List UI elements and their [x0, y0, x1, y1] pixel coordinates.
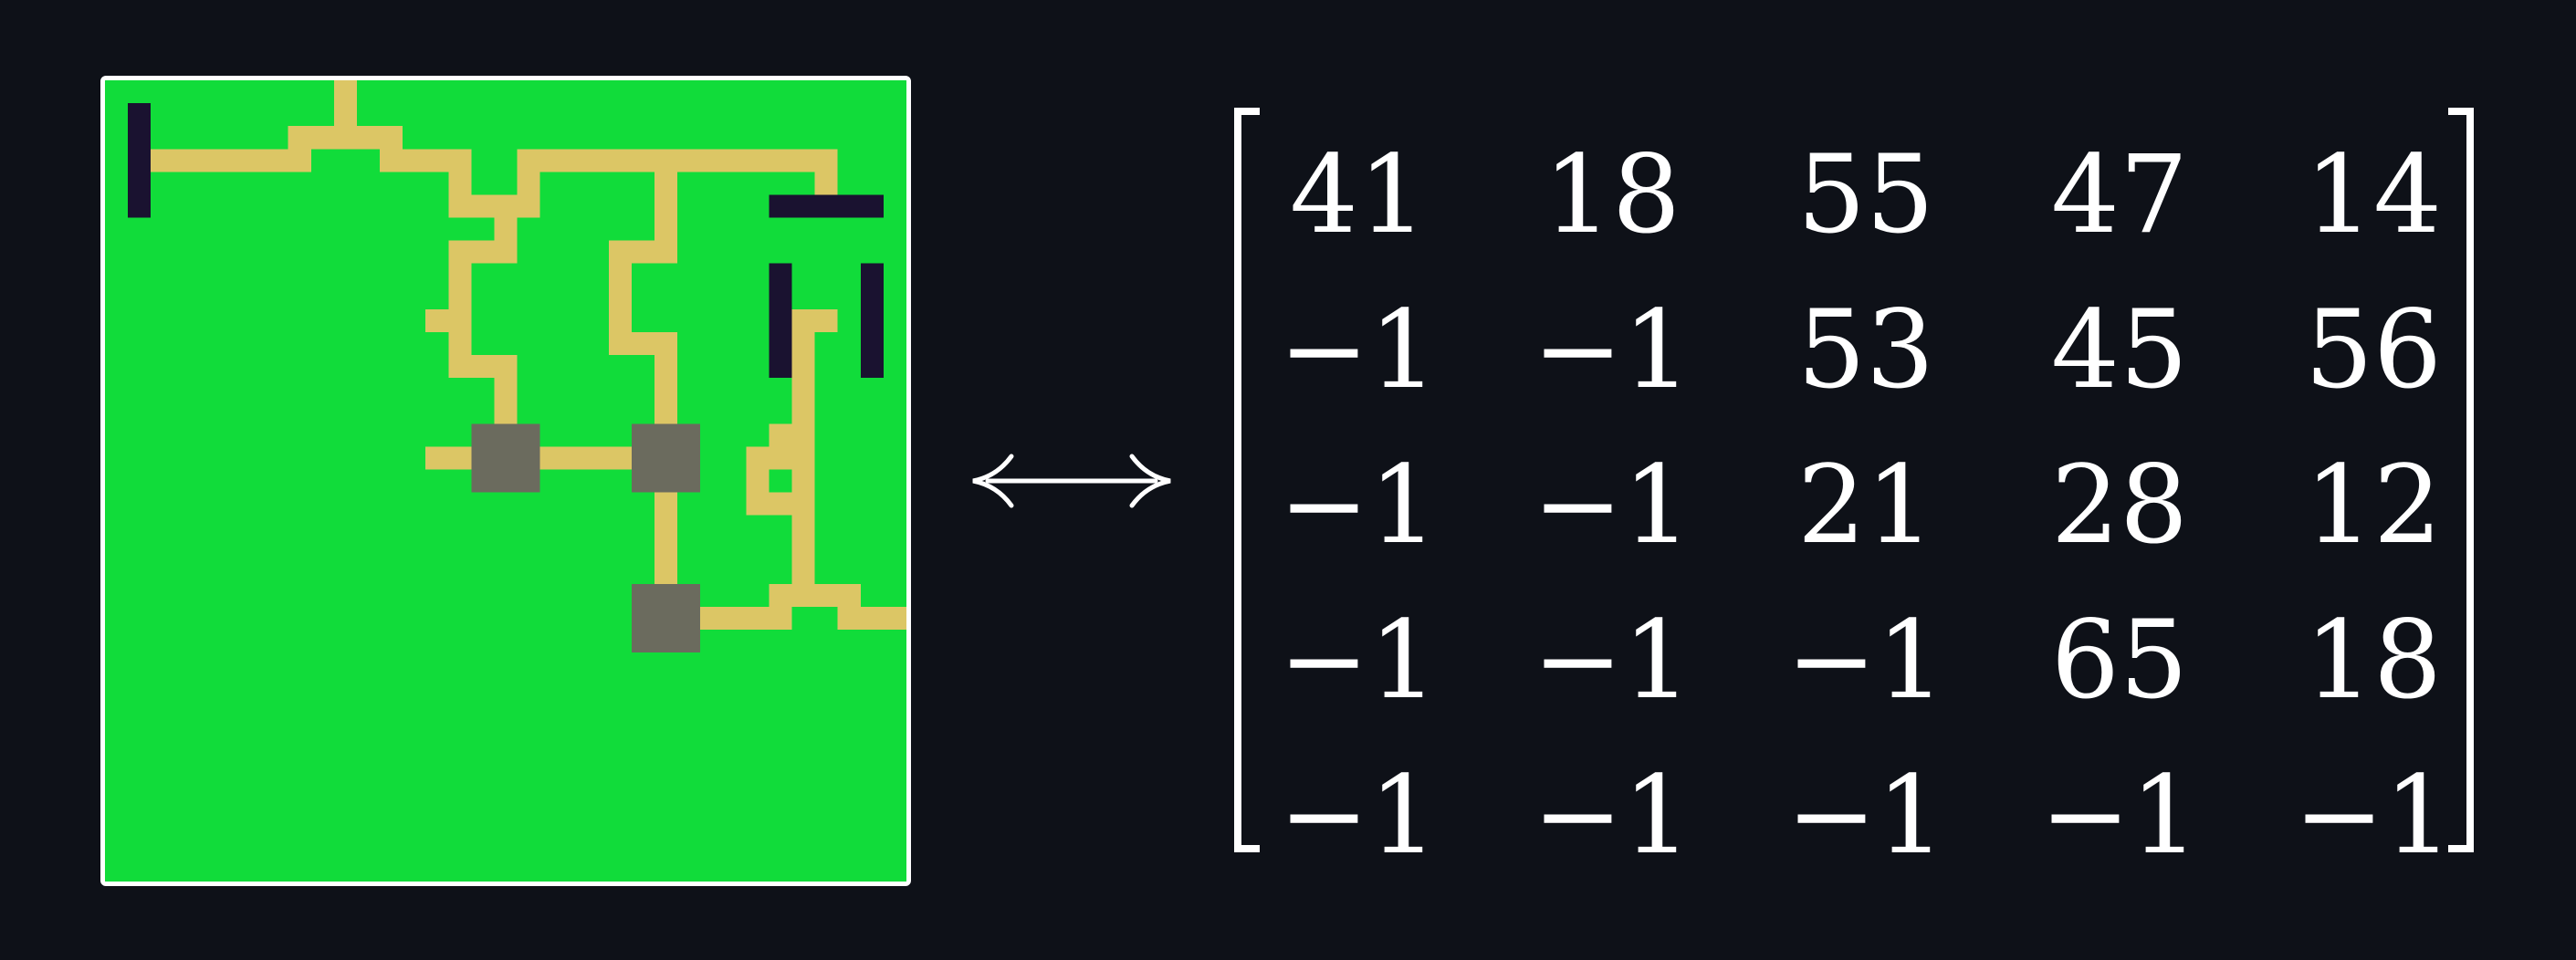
matrix-cell: 47 [2050, 131, 2189, 257]
path-segment [288, 126, 311, 172]
wall-block [769, 194, 884, 218]
matrix-cell: 18 [1543, 131, 1681, 257]
matrix-cell: 12 [2304, 442, 2443, 568]
junction-node [631, 583, 701, 653]
path-segment [380, 149, 449, 172]
arrow-head-right [1129, 454, 1171, 508]
matrix-cell: −1 [1533, 442, 1691, 568]
matrix-row: −1 −1 21 28 12 [1223, 427, 2474, 582]
matrix-row: 41 18 55 47 14 [1223, 117, 2474, 272]
matrix-row: −1 −1 53 45 56 [1223, 272, 2474, 427]
junctions [471, 423, 701, 653]
junction-node [631, 423, 701, 493]
arrow-graphic [972, 454, 1171, 508]
path-segment [448, 149, 472, 195]
matrix-cell: −1 [1279, 752, 1438, 878]
map-canvas [105, 80, 906, 882]
wall-block [860, 263, 884, 379]
path-segment [425, 308, 449, 332]
path-segment [791, 308, 815, 607]
matrix-cell: −1 [1786, 597, 1945, 723]
path-segment [517, 149, 815, 172]
wall-block [128, 103, 152, 218]
matrix-cell: 56 [2304, 287, 2443, 412]
wall-block [769, 263, 792, 379]
junction-node [471, 423, 540, 493]
matrix-cell: 14 [2304, 131, 2443, 257]
matrix-cell: 21 [1796, 442, 1935, 568]
matrix-row: −1 −1 −1 65 18 [1223, 582, 2474, 737]
game-map [100, 76, 911, 886]
path-segment [837, 606, 906, 631]
path-segment [814, 149, 838, 195]
matrix-cell: 55 [1796, 131, 1935, 257]
matrix-cell: −1 [1279, 597, 1438, 723]
bidirectional-arrow-icon [969, 449, 1174, 517]
matrix-cell: −1 [1279, 442, 1438, 568]
walls [128, 103, 884, 379]
matrix-row: −1 −1 −1 −1 −1 [1223, 737, 2474, 892]
matrix-cell: 65 [2050, 597, 2189, 723]
matrix-cell: 53 [1796, 287, 1935, 412]
matrix-cell: −1 [1533, 287, 1691, 412]
path-segment [128, 149, 311, 172]
path-segment [333, 80, 357, 127]
path-segment [448, 308, 472, 379]
matrix-cell: −1 [2294, 752, 2453, 878]
matrix-cell: −1 [1279, 287, 1438, 412]
matrix-cell: −1 [1786, 752, 1945, 878]
value-matrix: 41 18 55 47 14 −1 −1 53 45 56 −1 −1 21 2… [1223, 108, 2474, 878]
matrix-bracket-right [2448, 108, 2474, 852]
arrow-head-left [972, 454, 1014, 508]
matrix-cell: 45 [2050, 287, 2189, 412]
matrix-cell: −1 [1533, 752, 1691, 878]
path-segment [746, 492, 792, 516]
matrix-cell: −1 [2040, 752, 2199, 878]
matrix-cell: 28 [2050, 442, 2189, 568]
matrix-cell: 18 [2304, 597, 2443, 723]
path-network [128, 80, 906, 631]
matrix-bracket-left [1234, 108, 1260, 852]
matrix-cell: −1 [1533, 597, 1691, 723]
matrix-cell: 41 [1289, 131, 1428, 257]
